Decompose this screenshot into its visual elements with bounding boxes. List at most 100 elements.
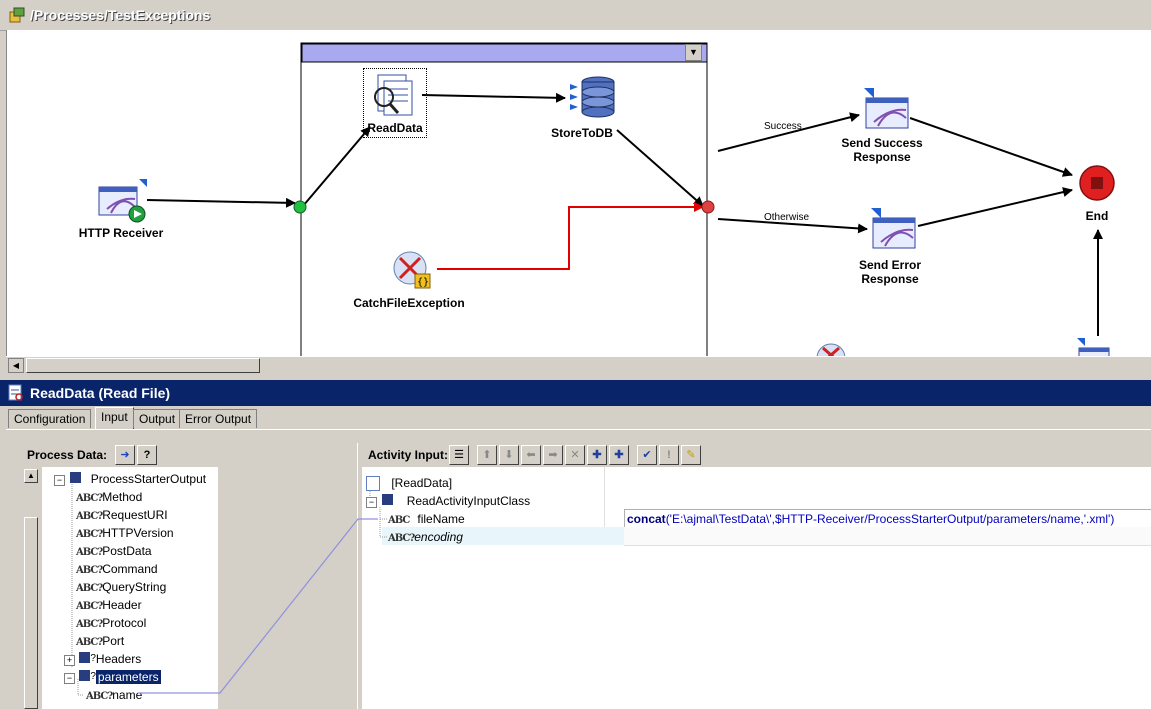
help-icon[interactable]: ? bbox=[137, 445, 157, 465]
catch-node[interactable]: {} bbox=[390, 250, 434, 293]
collapse-icon[interactable]: − bbox=[54, 475, 65, 486]
tree-item-requesturi[interactable]: ABC?RequestURI bbox=[76, 508, 168, 522]
edit-pencil-icon[interactable]: ✎ bbox=[681, 445, 701, 465]
encoding-row-highlight bbox=[382, 527, 624, 545]
edge-error-to-end bbox=[917, 187, 1073, 227]
canvas-horizontal-scrollbar[interactable]: ◀ bbox=[6, 356, 1151, 373]
move-left-icon[interactable]: ⬅ bbox=[521, 445, 541, 465]
tree-item-httpversion[interactable]: ABC?HTTPVersion bbox=[76, 526, 174, 540]
http-receiver-icon bbox=[98, 179, 147, 223]
map-arrow-icon[interactable]: ➜ bbox=[115, 445, 135, 465]
scroll-up-arrow-icon[interactable]: ▲ bbox=[24, 469, 38, 483]
activity-panel-title-bar: ReadData (Read File) bbox=[0, 380, 1151, 406]
tree-item-parameters[interactable]: − ?parameters bbox=[64, 668, 161, 686]
edge-label-otherwise: Otherwise bbox=[764, 212, 810, 223]
encoding-mapping-cell[interactable] bbox=[624, 527, 1151, 546]
edge-catch-to-end bbox=[437, 202, 704, 270]
process-canvas[interactable]: ▼ HTTP Receiver ReadData bbox=[6, 30, 1151, 356]
complex-type-icon bbox=[79, 670, 91, 681]
string-optional-icon: ABC? bbox=[76, 601, 103, 612]
string-optional-icon: ABC? bbox=[76, 493, 103, 504]
collapse-icon[interactable]: − bbox=[366, 497, 377, 508]
tree-item-name[interactable]: ABC?name bbox=[86, 688, 143, 702]
string-optional-icon: ABC? bbox=[76, 511, 103, 522]
collapse-icon[interactable]: − bbox=[64, 673, 75, 684]
partial-catch-icon bbox=[816, 343, 846, 356]
string-optional-icon: ABC? bbox=[76, 583, 103, 594]
readdata-node[interactable]: ReadData bbox=[363, 68, 427, 138]
delete-icon[interactable]: ✕ bbox=[565, 445, 585, 465]
send-success-node[interactable] bbox=[862, 88, 912, 135]
process-data-scrollbar[interactable]: ▲ bbox=[22, 467, 40, 709]
catch-exception-icon: {} bbox=[393, 251, 431, 289]
string-optional-icon: ABC? bbox=[76, 529, 103, 540]
tree-item-command[interactable]: ABC?Command bbox=[76, 562, 158, 576]
validate-check-icon[interactable]: ✔ bbox=[637, 445, 657, 465]
database-icon bbox=[570, 76, 615, 118]
edge-success-to-end bbox=[909, 117, 1073, 177]
column-divider bbox=[604, 467, 605, 543]
window-title-bar: /Processes/TestExceptions bbox=[0, 0, 1151, 31]
http-receiver-label: HTTP Receiver bbox=[78, 226, 164, 240]
tree-item-postdata[interactable]: ABC?PostData bbox=[76, 544, 152, 558]
tab-input[interactable]: Input bbox=[95, 407, 134, 429]
readdata-label: ReadData bbox=[367, 121, 423, 135]
string-optional-icon: ABC? bbox=[76, 547, 103, 558]
tree-item-protocol[interactable]: ABC?Protocol bbox=[76, 616, 147, 630]
send-error-node[interactable] bbox=[869, 208, 919, 255]
activity-input-header: Activity Input: ☰ ⬆ ⬇ ⬅ ➡ ✕ ✚ ✚ ✔ ! ✎ bbox=[362, 443, 1151, 467]
storetodb-label: StoreToDB bbox=[551, 126, 613, 140]
tree-item-encoding[interactable]: ABC?encoding bbox=[388, 530, 463, 544]
edge-readdata-to-storetodb bbox=[421, 92, 566, 103]
tree-item-headers[interactable]: + ?Headers bbox=[64, 650, 141, 668]
scroll-thumb[interactable] bbox=[26, 358, 260, 373]
tree-item-readactivityinputclass[interactable]: − ReadActivityInputClass bbox=[366, 492, 530, 510]
tab-configuration[interactable]: Configuration bbox=[8, 409, 92, 428]
add-child-icon[interactable]: ✚ bbox=[609, 445, 629, 465]
edge-start-to-readdata bbox=[302, 126, 371, 207]
catch-label: CatchFileException bbox=[353, 296, 465, 310]
warning-icon[interactable]: ! bbox=[659, 445, 679, 465]
tree-item-processstarteroutput[interactable]: − ProcessStarterOutput bbox=[54, 470, 206, 488]
group-menu-button[interactable]: ▼ bbox=[685, 44, 702, 61]
tree-item-header[interactable]: ABC?Header bbox=[76, 598, 142, 612]
move-right-icon[interactable]: ➡ bbox=[543, 445, 563, 465]
edge-success bbox=[717, 112, 860, 152]
string-icon: ABC bbox=[388, 515, 410, 526]
move-down-icon[interactable]: ⬇ bbox=[499, 445, 519, 465]
storetodb-node[interactable] bbox=[570, 74, 620, 123]
string-optional-icon: ABC? bbox=[76, 637, 103, 648]
tree-item-querystring[interactable]: ABC?QueryString bbox=[76, 580, 167, 594]
http-receiver-node[interactable] bbox=[97, 177, 149, 226]
activity-panel-title: ReadData (Read File) bbox=[30, 385, 171, 401]
string-optional-icon: ABC? bbox=[388, 533, 415, 544]
add-icon[interactable]: ✚ bbox=[587, 445, 607, 465]
tab-output[interactable]: Output bbox=[133, 409, 182, 428]
string-optional-icon: ABC? bbox=[76, 565, 103, 576]
group-start-dot bbox=[293, 200, 307, 214]
show-schema-icon[interactable]: ☰ bbox=[449, 445, 469, 465]
string-optional-icon: ABC? bbox=[76, 619, 103, 630]
edge-label-success: Success bbox=[764, 121, 802, 132]
filename-xpath-expression[interactable]: concat('E:\ajmal\TestData\',$HTTP-Receiv… bbox=[627, 512, 1115, 526]
process-diagram bbox=[146, 42, 1115, 356]
edge-otherwise bbox=[717, 218, 868, 234]
send-response-icon bbox=[864, 88, 909, 129]
process-data-tree: − ProcessStarterOutput ABC?Method ABC?Re… bbox=[42, 467, 218, 709]
move-up-icon[interactable]: ⬆ bbox=[477, 445, 497, 465]
tree-guides bbox=[71, 484, 84, 696]
tree-item-readdata-root[interactable]: [ReadData] bbox=[366, 474, 452, 492]
read-file-icon bbox=[8, 384, 23, 401]
activity-input-label: Activity Input: bbox=[368, 448, 448, 462]
tree-item-port[interactable]: ABC?Port bbox=[76, 634, 125, 648]
tab-error-output[interactable]: Error Output bbox=[179, 409, 258, 428]
send-response-icon bbox=[871, 208, 916, 249]
tree-item-method[interactable]: ABC?Method bbox=[76, 490, 143, 504]
expand-icon[interactable]: + bbox=[64, 655, 75, 666]
process-data-label: Process Data: bbox=[27, 448, 108, 462]
group-end-dot bbox=[701, 200, 715, 214]
scroll-left-arrow-icon[interactable]: ◀ bbox=[8, 358, 24, 373]
process-data-scroll-thumb[interactable] bbox=[24, 517, 38, 709]
